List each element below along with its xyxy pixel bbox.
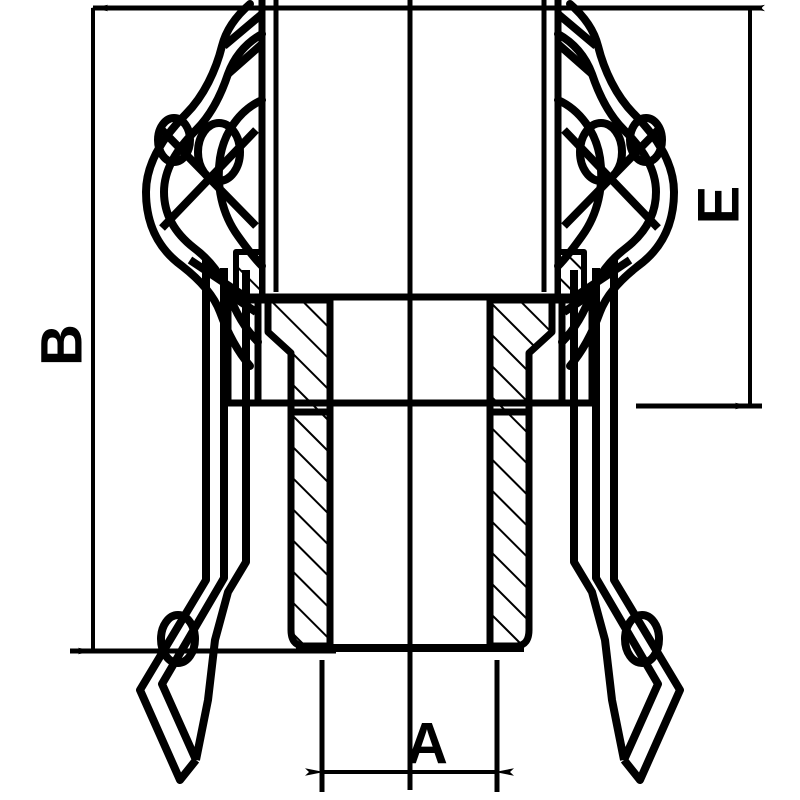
dimension-b-label: B xyxy=(30,324,95,366)
cam-lobe-hole-left xyxy=(194,119,244,185)
dimension-e-label: E xyxy=(687,186,752,225)
hose-shank-tube xyxy=(258,0,562,298)
cam-pivot-hole-right xyxy=(626,114,666,166)
cam-pivot-hole-left xyxy=(154,114,194,166)
cam-lobe-hole-right xyxy=(576,119,626,185)
shank-bore-lines xyxy=(296,408,524,652)
dimension-a-label: A xyxy=(406,712,448,777)
handle-hole-right xyxy=(621,611,663,667)
dimension-b: B xyxy=(30,4,108,655)
handle-hole-left xyxy=(157,611,199,667)
dimension-a: A xyxy=(305,712,514,777)
dimension-e: E xyxy=(687,4,765,410)
handle-tail-left xyxy=(136,258,250,784)
handle-tail-right xyxy=(570,258,684,784)
